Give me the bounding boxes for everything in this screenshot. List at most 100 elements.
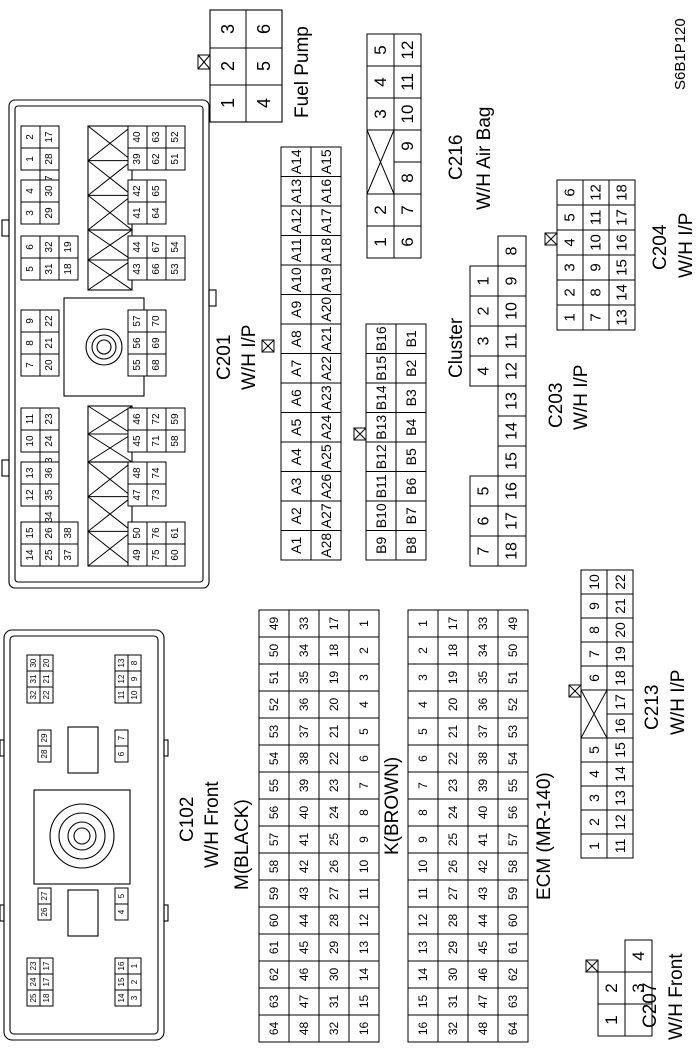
ecm-m-pin: 19 (327, 671, 341, 685)
ecm-m-pin: 13 (357, 941, 371, 955)
ecm-k-pin: 37 (476, 725, 490, 739)
pin-cell (39, 957, 54, 975)
junction-pin: 72 (151, 413, 162, 425)
pin-cell (348, 1014, 380, 1043)
pin-cell (310, 353, 342, 384)
junction-pin: 46 (132, 413, 143, 425)
ecm-k-pin: 11 (416, 887, 430, 900)
pin-cell (114, 729, 129, 747)
pin-cell (348, 636, 380, 665)
pin-cell (407, 987, 439, 1016)
pin-cell (437, 609, 469, 638)
pin-cell (258, 825, 290, 854)
junction-pin: 56 (132, 337, 143, 349)
ecm-k-pin: 22 (446, 752, 460, 766)
c201-pin: A15 (318, 149, 334, 174)
pin-cell (497, 609, 529, 638)
c201-pin: A24 (318, 415, 334, 440)
pin-cell (365, 500, 397, 531)
pin-cell (165, 235, 186, 259)
ecm-m-pin: 32 (327, 1022, 341, 1036)
ecm-k-pin: 24 (446, 806, 460, 820)
pin-cell (597, 971, 626, 1005)
pin-cell (497, 295, 527, 327)
ecm-k-pin: 17 (446, 617, 460, 631)
pin-cell (37, 729, 52, 747)
ecm-k-pin: 38 (476, 752, 490, 766)
pin-cell (258, 690, 290, 719)
c204-sub-label: W/H I/P (676, 213, 697, 278)
pin-cell (606, 809, 634, 835)
pin-cell (497, 933, 529, 962)
ecm-m-pin: 14 (357, 968, 371, 982)
junction-pin: 14 (25, 549, 36, 561)
junction-pin: 17 (42, 977, 51, 986)
pin-cell (280, 146, 312, 177)
junction-pin: 65 (151, 185, 162, 197)
junction-pin: 30 (29, 658, 38, 667)
pin-cell (497, 1014, 529, 1043)
c204-pin: 18 (614, 184, 631, 201)
pin-cell (469, 325, 499, 357)
ecm-m-pin: 10 (357, 860, 371, 874)
c204-pin: 7 (588, 313, 605, 321)
junction-pin: 17 (44, 131, 55, 143)
pin-cell (467, 636, 499, 665)
pin-cell (467, 744, 499, 773)
pin-cell (366, 97, 395, 131)
ecm-m-label: M(BLACK) (232, 799, 253, 890)
c201-pin: A9 (288, 300, 304, 317)
pin-cell (365, 353, 397, 384)
c201-pin: A22 (318, 356, 334, 381)
pin-cell (365, 530, 397, 561)
ecm-m-connector: 4950515253545556575859606162636433343536… (258, 609, 380, 1043)
ecm-k-pin: 52 (506, 698, 520, 712)
c216-pin: 10 (398, 105, 417, 124)
c201-pin: A27 (318, 503, 334, 528)
c216-pin: 5 (371, 45, 390, 54)
ecm-k-pin: 61 (506, 941, 520, 955)
junction-pin: 53 (170, 263, 181, 275)
junction-pin: 5 (25, 266, 36, 272)
junction-pin: 27 (40, 891, 49, 900)
c201-pin: A10 (288, 267, 304, 292)
pin-cell (497, 235, 527, 267)
ecm-k-pin: 26 (446, 860, 460, 874)
junction-pin: 6 (25, 244, 36, 250)
blank-cavity (624, 1003, 653, 1037)
junction-pin: 47 (132, 489, 143, 501)
c204-pin: 6 (562, 188, 579, 196)
pin-cell (497, 663, 529, 692)
ecm-k-pin: 55 (506, 779, 520, 793)
pin-cell (556, 304, 584, 331)
ecm-m-pin: 22 (327, 752, 341, 766)
c201-pin: A6 (288, 389, 304, 406)
ecm-m-pin: 60 (267, 914, 281, 928)
pin-cell (497, 505, 527, 537)
c201-pin: A26 (318, 474, 334, 499)
c204-label: C204 (650, 224, 671, 270)
ecm-m-pin: 40 (297, 806, 311, 820)
pin-cell (580, 665, 608, 691)
c207-sub-label: W/H Front (666, 953, 687, 1040)
ecm-m-pin: 49 (267, 617, 281, 631)
junction-pin: 75 (151, 549, 162, 561)
pin-cell (127, 957, 142, 975)
cluster-pin: 13 (504, 392, 521, 410)
ecm-m-pin: 23 (327, 779, 341, 793)
c201-pin: B11 (373, 474, 389, 498)
ecm-label: ECM (MR-140) (534, 772, 555, 900)
junction-pin: 68 (151, 359, 162, 371)
c201-pin: A4 (288, 448, 304, 465)
ecm-k-pin: 30 (446, 968, 460, 982)
cluster-pin: 16 (504, 482, 521, 500)
junction-pin: 15 (25, 527, 36, 539)
ecm-m-pin: 62 (267, 968, 281, 982)
ecm-k-pin: 3 (416, 674, 430, 681)
pin-cell (258, 609, 290, 638)
ecm-m-pin: 63 (267, 995, 281, 1009)
c213-pin: 18 (612, 670, 628, 686)
junction-pin: 42 (132, 185, 143, 197)
c204-pin: 5 (562, 213, 579, 221)
c213-pin: 15 (612, 742, 628, 758)
